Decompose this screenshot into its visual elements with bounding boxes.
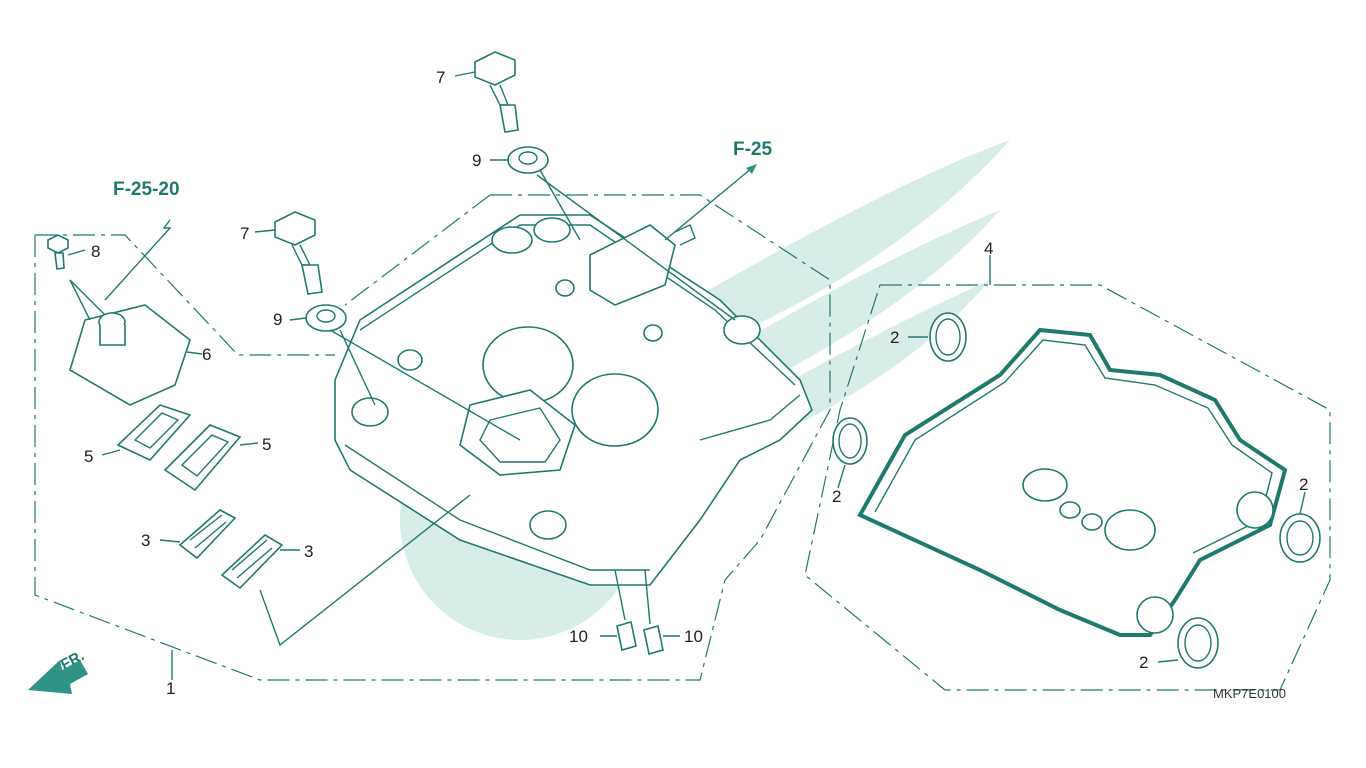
callout-7-top: 7 — [436, 68, 445, 87]
callout-4: 4 — [984, 239, 993, 258]
cover-gasket[interactable] — [857, 327, 1288, 637]
callout-8: 8 — [91, 242, 100, 261]
assembly-outline-4 — [804, 284, 1331, 691]
callout-2-right: 2 — [1299, 475, 1308, 494]
callout-5-right: 5 — [262, 435, 271, 454]
seal-right[interactable] — [220, 534, 284, 590]
gasket-right[interactable] — [163, 424, 242, 492]
callout-3-left: 3 — [141, 531, 150, 550]
callout-3-right: 3 — [304, 542, 313, 561]
plug-left[interactable] — [832, 417, 868, 465]
callout-5-left: 5 — [84, 447, 93, 466]
bolt-small[interactable] — [47, 234, 69, 270]
callout-2-bottom: 2 — [1139, 653, 1148, 672]
diagram-code: MKP7E0100 — [1213, 686, 1286, 701]
ref-f2520[interactable]: F-25-20 — [113, 179, 180, 200]
callout-2-top: 2 — [890, 328, 899, 347]
cylinder-head-cover[interactable] — [334, 214, 813, 586]
callout-6: 6 — [202, 345, 211, 364]
washer-top[interactable] — [507, 146, 549, 174]
plug-top[interactable] — [929, 312, 967, 362]
callout-1: 1 — [166, 679, 175, 698]
washer-left[interactable] — [305, 304, 347, 332]
assembly-outline-1b — [344, 194, 491, 306]
bolt-left[interactable] — [274, 211, 323, 295]
bolt-top[interactable] — [474, 51, 519, 133]
dowel-right[interactable] — [643, 624, 664, 656]
dowel-left[interactable] — [616, 620, 637, 652]
plug-right[interactable] — [1279, 513, 1321, 563]
callout-9-left: 9 — [273, 310, 282, 329]
front-arrow-icon — [28, 660, 88, 694]
plug-bottom[interactable] — [1177, 617, 1219, 669]
ref-f25[interactable]: F-25 — [733, 139, 773, 160]
callout-10-left: 10 — [569, 627, 588, 646]
callout-9-top: 9 — [472, 151, 481, 170]
assembly-outline-1 — [34, 194, 831, 681]
callout-2-left: 2 — [832, 487, 841, 506]
gasket-left[interactable] — [116, 404, 192, 461]
breather-cap[interactable] — [69, 304, 191, 406]
leader-lines — [67, 71, 1306, 680]
callout-10-right: 10 — [684, 627, 703, 646]
seal-left[interactable] — [178, 509, 237, 560]
callout-7-left: 7 — [240, 224, 249, 243]
